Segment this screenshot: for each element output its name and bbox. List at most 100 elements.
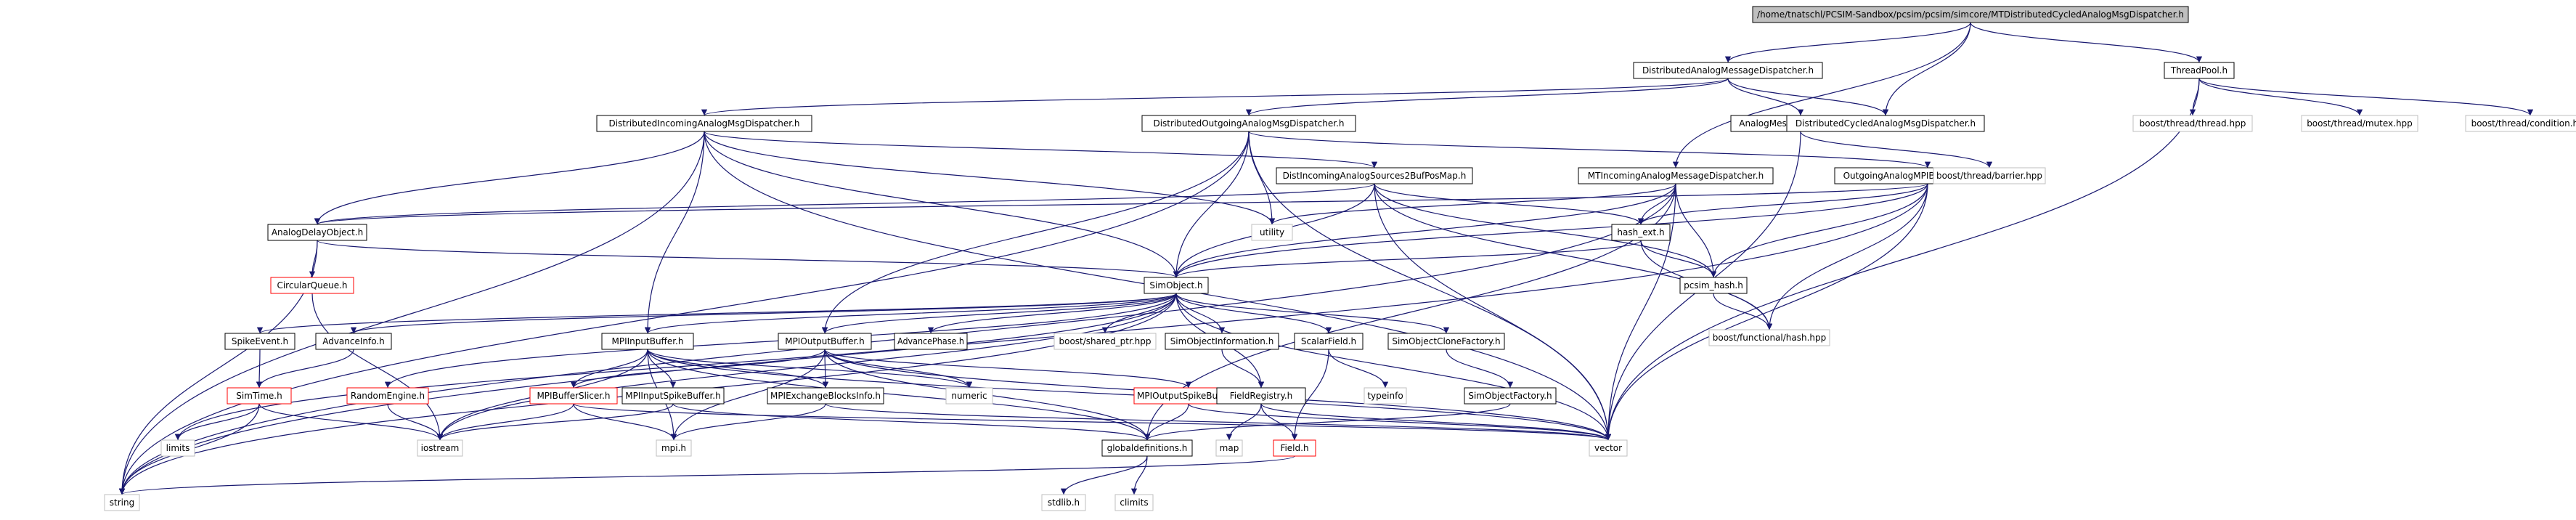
graph-node-map: map [1215,439,1243,457]
edge-diamd-to-dias [704,131,1377,168]
node-box [601,333,694,350]
graph-node-gd[interactable]: globaldefinitions.h [1101,439,1193,457]
graph-node-bbarrier: boost/thread/barrier.hpp [1933,167,2046,184]
graph-node-ado[interactable]: AnalogDelayObject.h [267,224,367,241]
node-box [1387,333,1505,350]
edge-doamd-to-vector [1248,131,1612,441]
node-box [529,387,618,405]
edge-diamd-to-ado [314,131,705,225]
node-box [1053,333,1157,350]
edge-spike-to-simtime [256,349,263,389]
node-label: AdvancePhase.h [897,336,964,346]
graph-node-miss[interactable]: MPIInputSpikeBuffer.h [621,387,725,405]
graph-node-sof[interactable]: SimObjectFactory.h [1464,387,1557,405]
edge-root-to-tp [1970,22,2203,63]
graph-node-bmutex: boost/thread/mutex.hpp [2301,115,2418,132]
node-label: MPIInputSpikeBuffer.h [625,391,720,401]
node-box [1589,439,1628,457]
graph-node-advinfo[interactable]: AdvanceInfo.h [315,333,392,350]
graph-node-spike[interactable]: SpikeEvent.h [224,333,295,350]
graph-node-cq[interactable]: CircularQueue.h [270,277,354,294]
node-box [1578,167,1774,184]
node-label: SimTime.h [236,391,282,401]
graph-node-hashext[interactable]: hash_ext.h [1611,224,1671,241]
edge-mpiout-to-moss [824,349,1192,389]
graph-node-soi[interactable]: SimObjectInformation.h [1165,333,1279,350]
edge-doamd-to-mpiout [821,131,1250,334]
node-label: MPIExchangeBlocksInfo.h [770,391,881,401]
edge-dias-to-ado [314,183,1375,225]
graph-node-mtiamd[interactable]: MTIncomingAnalogMessageDispatcher.h [1578,167,1774,184]
graph-node-pcsimhash[interactable]: pcsim_hash.h [1679,277,1748,294]
node-box [2164,62,2235,79]
edge-amd-to-bbarrier [1800,131,1993,168]
node-box [270,277,354,294]
node-label: utility [1260,227,1284,237]
node-label: limits [166,443,190,453]
node-box [1273,439,1316,457]
graph-node-mpiin[interactable]: MPIInputBuffer.h [601,333,694,350]
graph-node-iostream: iostream [417,439,463,457]
graph-node-re[interactable]: RandomEngine.h [346,387,429,405]
node-box [224,333,295,350]
edge-simobj-to-advphase [927,293,1177,334]
edge-mpiin-to-miss [647,349,677,389]
graph-node-simobj[interactable]: SimObject.h [1144,277,1209,294]
edge-simobj-to-spike [257,293,1177,334]
edge-moss-to-vector [1188,403,1612,441]
graph-node-doamd[interactable]: DistributedOutgoingAnalogMsgDispatcher.h [1141,115,1356,132]
graph-node-string: string [104,494,140,511]
edge-root-to-mtiamd [1672,22,1971,168]
node-label: globaldefinitions.h [1107,443,1188,453]
node-box [596,115,812,132]
node-box [894,333,968,350]
edge-damd-to-doamd [1246,78,1729,116]
node-label: AdvanceInfo.h [322,336,385,346]
edge-freg-to-map [1226,403,1262,441]
edge-mpiin-to-gd [647,349,1151,441]
graph-node-mpiout[interactable]: MPIOutputBuffer.h [778,333,872,350]
node-label: SimObjectInformation.h [1170,336,1274,346]
graph-node-field[interactable]: Field.h [1273,439,1316,457]
graph-node-stdlib: stdlib.h [1041,494,1086,511]
graph-node-sf[interactable]: ScalarField.h [1294,333,1364,350]
node-label: DistributedOutgoingAnalogMsgDispatcher.h [1153,118,1344,129]
graph-node-mbs[interactable]: MPIBufferSlicer.h [529,387,618,405]
edge-mpiout-to-mbs [570,349,826,389]
edge-mtiamd-to-vector [1605,183,1676,441]
graph-node-tp[interactable]: ThreadPool.h [2164,62,2235,79]
graph-node-advphase[interactable]: AdvancePhase.h [894,333,968,350]
node-box [1294,333,1364,350]
graph-node-dias[interactable]: DistIncomingAnalogSources2BufPosMap.h [1276,167,1473,184]
edge-ado-to-simobj [317,240,1179,278]
edge-mtiamd-to-pcsimhash [1675,183,1717,278]
node-label: CircularQueue.h [277,280,347,291]
node-label: SpikeEvent.h [232,336,288,346]
node-label: hash_ext.h [1617,227,1664,237]
edge-simobj-to-socf [1175,293,1450,334]
edge-sof-to-gd [1144,403,1511,441]
node-box [227,387,292,405]
edge-soi-to-freg [1221,349,1265,389]
edge-hashext-to-simobj [1173,240,1642,278]
node-label: Field.h [1280,443,1308,453]
graph-node-mebi[interactable]: MPIExchangeBlocksInfo.h [767,387,884,405]
graph-node-root[interactable]: /home/tnatschl/PCSIM-Sandbox/pcsim/pcsim… [1752,6,2189,23]
graph-node-socf[interactable]: SimObjectCloneFactory.h [1387,333,1505,350]
graph-node-damd[interactable]: DistributedAnalogMessageDispatcher.h [1633,62,1823,79]
node-box [656,439,692,457]
graph-node-diamd[interactable]: DistributedIncomingAnalogMsgDispatcher.h [596,115,812,132]
edge-mtiamd-to-utility [1268,183,1676,225]
graph-node-dcamd[interactable]: DistributedCycledAnalogMsgDispatcher.h [1786,115,1985,132]
edge-mpiout-to-mebi [822,349,829,389]
edge-simtime-to-iostream [258,403,444,441]
edge-pcsimhash-to-bfh [1713,293,1773,330]
edge-mbs-to-vector [573,403,1611,441]
node-box [417,439,463,457]
graph-node-freg[interactable]: FieldRegistry.h [1216,387,1306,405]
nodes-layer: /home/tnatschl/PCSIM-Sandbox/pcsim/pcsim… [104,6,2576,511]
graph-node-simtime[interactable]: SimTime.h [227,387,292,405]
node-box [2301,115,2418,132]
edge-diamd-to-mpiin [644,131,705,334]
node-label: boost/shared_ptr.hpp [1059,336,1152,346]
